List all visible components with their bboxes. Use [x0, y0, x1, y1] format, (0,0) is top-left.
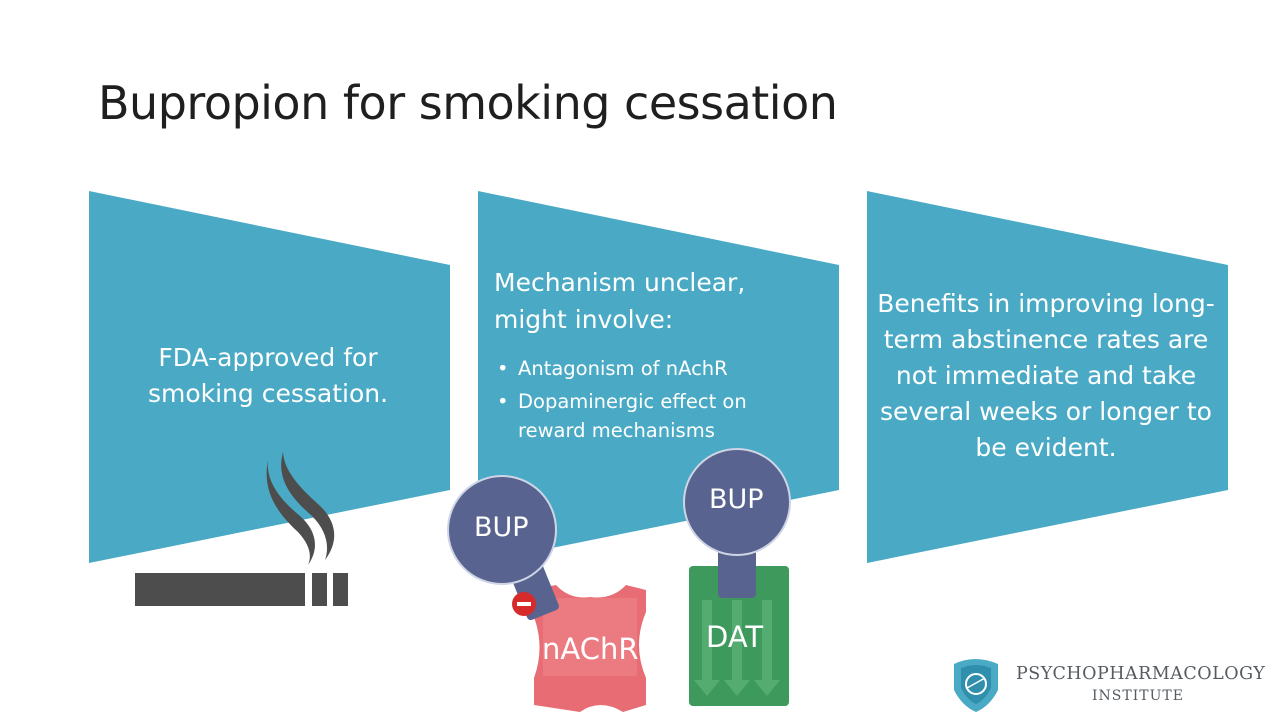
bup-left-label: BUP — [474, 512, 529, 543]
panel-fda-background — [89, 191, 450, 563]
list-item: • Antagonism of nAchR — [494, 354, 814, 383]
mechanism-bullet-text: Antagonism of nAchR — [518, 357, 728, 380]
mechanism-bullet-text: Dopaminergic effect on reward mechanisms — [518, 390, 747, 442]
panel-fda-text: FDA-approved for smoking cessation. — [147, 343, 389, 408]
panel-benefits-text: Benefits in improving long-term abstinen… — [877, 289, 1215, 462]
bullet-icon: • — [497, 390, 509, 413]
panel-mechanism-heading: Mechanism unclear, might involve: — [494, 268, 746, 334]
dat-label: DAT — [706, 620, 764, 654]
nachr-receptor-icon — [532, 585, 646, 712]
panel-benefits-background — [867, 191, 1228, 563]
bup-right-label: BUP — [709, 484, 764, 515]
bullet-icon: • — [497, 357, 509, 380]
list-item: • Dopaminergic effect on reward mechanism… — [494, 387, 814, 445]
logo-line1: PSYCHOPHARMACOLOGY — [1016, 664, 1266, 684]
institute-logo-icon — [954, 659, 998, 712]
nachr-label: nAChR — [542, 632, 639, 666]
dat-transporter-icon — [689, 566, 789, 706]
cigarette-icon — [135, 452, 348, 606]
bup-right-icon — [683, 448, 791, 598]
slide-title: Bupropion for smoking cessation — [98, 76, 838, 130]
mechanism-bullet-list: • Antagonism of nAchR • Dopaminergic effec… — [494, 354, 814, 449]
bup-left-icon — [447, 475, 559, 621]
logo-line2: INSTITUTE — [1092, 688, 1184, 704]
